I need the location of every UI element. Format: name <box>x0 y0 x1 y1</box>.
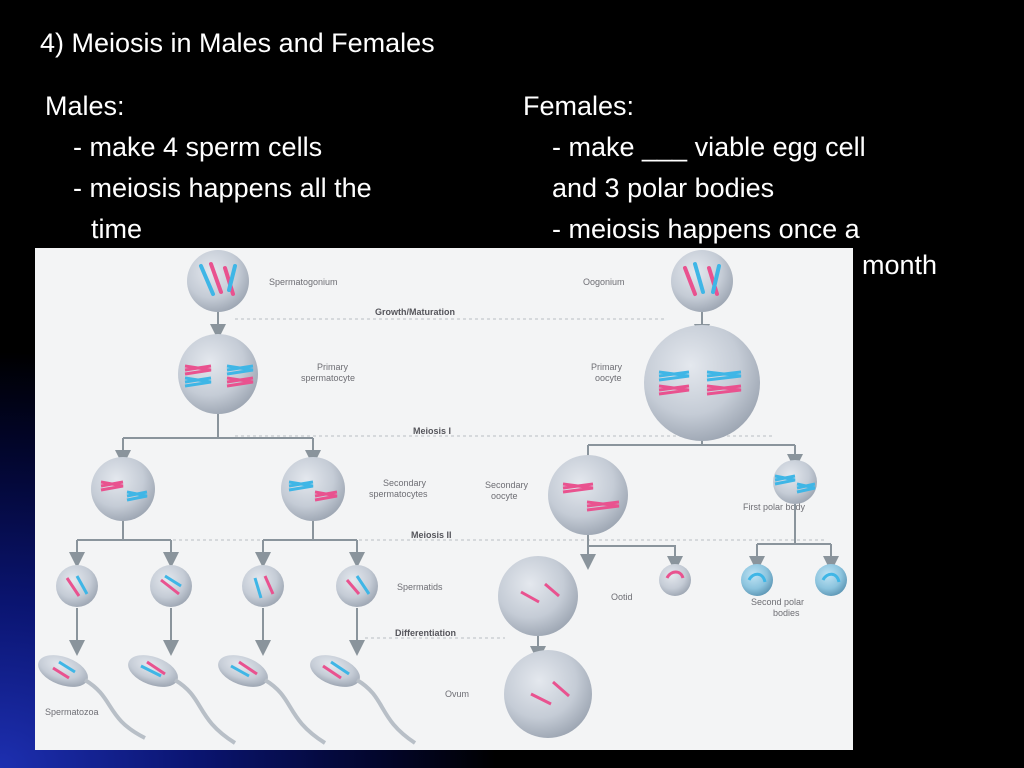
stage-meiosis2: Meiosis II <box>411 530 452 540</box>
label-second-polar-2: bodies <box>773 608 800 618</box>
stage-growth: Growth/Maturation <box>375 307 455 317</box>
label-spermatids: Spermatids <box>397 582 443 592</box>
meiosis-diagram-svg: Growth/Maturation Meiosis I Meiosis II D… <box>38 250 847 745</box>
label-second-polar-1: Second polar <box>751 597 804 607</box>
label-first-polar-body: First polar body <box>743 502 806 512</box>
label-secondary-oocyte-1: Secondary <box>485 480 529 490</box>
label-ovum: Ovum <box>445 689 469 699</box>
male-meiosis1-bracket <box>123 414 313 439</box>
males-text-block: Males: - make 4 sperm cells - meiosis ha… <box>45 86 372 250</box>
label-spermatozoa: Spermatozoa <box>45 707 99 717</box>
label-secondary-oocyte-2: oocyte <box>491 491 518 501</box>
spermatozoa-cells <box>38 655 417 745</box>
label-secondary-spermatocytes-2: spermatocytes <box>369 489 428 499</box>
primary-oocyte-cell <box>644 325 760 441</box>
male-m2-right-bracket <box>263 521 357 541</box>
males-line-3: time <box>91 214 143 244</box>
first-polar-body-cell <box>773 460 817 504</box>
label-primary-spermatocyte-2: spermatocyte <box>301 373 355 383</box>
ootid-cell <box>498 556 578 636</box>
female-meiosis1-bracket <box>588 441 795 446</box>
males-line-2: - meiosis happens all the <box>73 173 372 203</box>
label-secondary-spermatocytes-1: Secondary <box>383 478 427 488</box>
females-line-1: - make ___ viable egg cell <box>552 132 866 162</box>
second-polar-bodies-cells <box>741 564 847 596</box>
males-heading: Males: <box>45 91 125 121</box>
stage-meiosis1: Meiosis I <box>413 426 451 436</box>
females-line-2: and 3 polar bodies <box>552 173 775 203</box>
secondary-spermatocyte-left-cell <box>91 457 155 521</box>
oogonium-cell <box>671 250 733 312</box>
label-primary-spermatocyte-1: Primary <box>317 362 348 372</box>
label-oogonium: Oogonium <box>583 277 625 287</box>
label-ootid: Ootid <box>611 592 633 602</box>
slide-title: 4) Meiosis in Males and Females <box>40 28 435 58</box>
meiosis-diagram: Growth/Maturation Meiosis I Meiosis II D… <box>35 248 853 750</box>
secondary-spermatocyte-right-cell <box>281 457 345 521</box>
polar-body-small-cell <box>659 564 691 596</box>
label-primary-oocyte-1: Primary <box>591 362 622 372</box>
females-heading: Females: <box>523 91 635 121</box>
males-line-1: - make 4 sperm cells <box>73 132 323 162</box>
spermatogonium-cell <box>187 250 249 312</box>
stage-differentiation: Differentiation <box>395 628 456 638</box>
ovum-cell <box>504 650 592 738</box>
females-line-3: - meiosis happens once a <box>552 214 860 244</box>
polar-split-bracket <box>757 504 831 545</box>
primary-spermatocyte-cell <box>178 334 258 414</box>
spermatid-cells <box>56 565 378 607</box>
label-spermatogonium: Spermatogonium <box>269 277 338 287</box>
females-line-4: month <box>862 250 938 280</box>
male-m2-left-bracket <box>77 521 171 541</box>
females-text-block: Females: - make ___ viable egg cell and … <box>523 86 866 250</box>
arrow-to-polar-small <box>588 545 683 572</box>
label-primary-oocyte-2: oocyte <box>595 373 622 383</box>
secondary-oocyte-cell <box>548 455 628 535</box>
